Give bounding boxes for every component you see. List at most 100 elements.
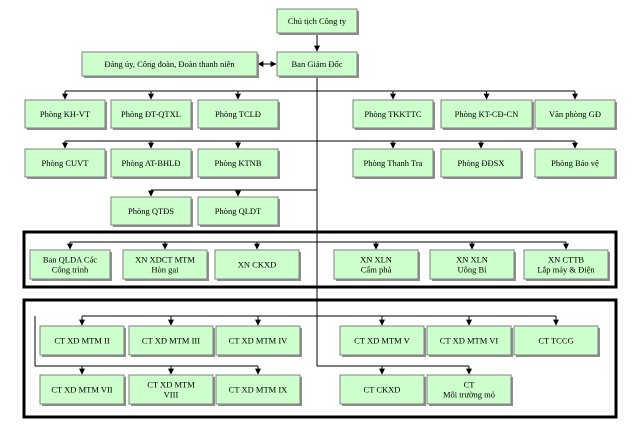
node-party: Đảng ủy, Công đoàn, Đoàn thanh niên: [81, 51, 259, 78]
node-p-thanhtra: Phòng Thanh Tra: [352, 148, 435, 179]
node-label: Lắp máy & Điện: [537, 265, 595, 275]
node-box: [110, 99, 192, 129]
node-label: Văn phòng GĐ: [549, 109, 601, 119]
node-box: [440, 99, 533, 129]
node-label: Ban QLDA Các: [43, 255, 98, 265]
construction-companies-frame: [22, 298, 618, 419]
node-box: [128, 374, 214, 405]
connector-lines: [34, 33, 578, 375]
node-label: Phòng ĐĐSX: [458, 158, 505, 168]
node-p-tkkttc: Phòng TKKTTC: [352, 99, 435, 130]
node-chairman: Chủ tịch Công ty: [276, 8, 359, 35]
node-label: Phòng Thanh Tra: [364, 158, 423, 168]
node-box: [440, 148, 522, 178]
node-label: Phòng CUVT: [42, 158, 90, 168]
node-box: [352, 148, 434, 178]
node-label: CT XD MTM IV: [229, 336, 288, 346]
node-label: Ban Giám Đốc: [292, 59, 343, 69]
node-label: CT XD MTM: [147, 380, 195, 390]
node-label: Phòng TCLĐ: [215, 109, 261, 119]
node-p-dtqtxl: Phòng ĐT-QTXL: [110, 99, 193, 130]
node-c-mtm4: CT XD MTM IV: [215, 325, 302, 357]
node-box: [24, 148, 106, 178]
node-box: [197, 99, 279, 129]
node-label: CT XD MTM VI: [440, 336, 499, 346]
node-label: VIII: [164, 390, 179, 400]
node-box: [81, 51, 258, 77]
node-p-atbhld: Phòng AT-BHLĐ: [110, 148, 193, 179]
node-box: [426, 374, 512, 405]
node-box: [276, 8, 358, 34]
node-p-ddsx: Phòng ĐĐSX: [440, 148, 523, 179]
node-box: [534, 148, 616, 178]
node-c-mtm3: CT XD MTM III: [128, 325, 215, 357]
node-box: [128, 325, 214, 356]
node-label: Hòn gai: [151, 265, 179, 275]
node-box: [110, 196, 192, 226]
node-label: Phòng ĐT-QTXL: [121, 109, 181, 119]
node-label: Phòng TKKTTC: [364, 109, 422, 119]
node-box: [39, 325, 125, 356]
node-box: [333, 249, 419, 280]
node-p-cuvt: Phòng CUVT: [24, 148, 107, 179]
node-c-tccg: CT TCCG: [513, 325, 600, 357]
node-box: [110, 148, 192, 178]
node-box: [339, 374, 425, 405]
node-p-vpgd: Văn phòng GĐ: [534, 99, 617, 130]
node-label: CT: [464, 380, 476, 390]
node-c-mtm6: CT XD MTM VI: [426, 325, 513, 357]
node-p-qtds: Phòng QTĐS: [110, 196, 193, 227]
node-label: Đảng ủy, Công đoàn, Đoàn thanh niên: [104, 59, 235, 69]
node-label: XN XDCT MTM: [135, 255, 195, 265]
node-c-mtm5: CT XD MTM V: [339, 325, 426, 357]
node-label: Phòng KTNB: [215, 158, 262, 168]
node-label: CT XD MTM IX: [229, 385, 288, 395]
node-box: [24, 99, 106, 129]
node-label: CT XD MTM II: [54, 336, 109, 346]
node-p-baove: Phòng Bảo vệ: [534, 148, 617, 179]
node-u-xnckxd: XN CKXD: [214, 249, 301, 281]
node-box: [29, 249, 111, 280]
node-label: Cẩm phả: [361, 265, 392, 275]
node-label: Công trình: [52, 265, 89, 275]
node-c-ckxd: CT CKXD: [339, 374, 426, 406]
node-label: CT XD MTM III: [142, 336, 200, 346]
node-box: [513, 325, 599, 356]
node-p-khvt: Phòng KH-VT: [24, 99, 107, 130]
node-label: XN XLN: [360, 255, 392, 265]
node-box: [429, 249, 515, 280]
node-box: [523, 249, 609, 280]
node-label: Phòng Bảo vệ: [551, 158, 599, 168]
node-label: XN XLN: [456, 255, 488, 265]
nodes: Chủ tịch Công ty Đảng ủy, Công đoàn, Đoàn…: [24, 8, 617, 406]
branch-units-frame: [22, 230, 618, 289]
node-box: [426, 325, 512, 356]
node-box: [215, 325, 301, 356]
node-box: [197, 196, 279, 226]
node-box: [197, 148, 279, 178]
node-p-qldt: Phòng QLDT: [197, 196, 280, 227]
node-box: [39, 374, 125, 405]
node-c-mtm7: CT XD MTM VII: [39, 374, 126, 406]
node-c-mtm9: CT XD MTM IX: [215, 374, 302, 406]
node-p-ktcdcn: Phòng KT-CĐ-CN: [440, 99, 534, 130]
node-c-mtm2: CT XD MTM II: [39, 325, 126, 357]
node-box: [352, 99, 434, 129]
node-label: CT CKXD: [364, 385, 401, 395]
node-p-tcld: Phòng TCLĐ: [197, 99, 280, 130]
node-label: Phòng KH-VT: [40, 109, 91, 119]
node-box: [276, 51, 358, 77]
node-p-ktnb: Phòng KTNB: [197, 148, 280, 179]
node-label: Chủ tịch Công ty: [288, 16, 347, 26]
node-box: [215, 374, 301, 405]
node-box: [534, 99, 616, 129]
node-box: [214, 249, 300, 280]
